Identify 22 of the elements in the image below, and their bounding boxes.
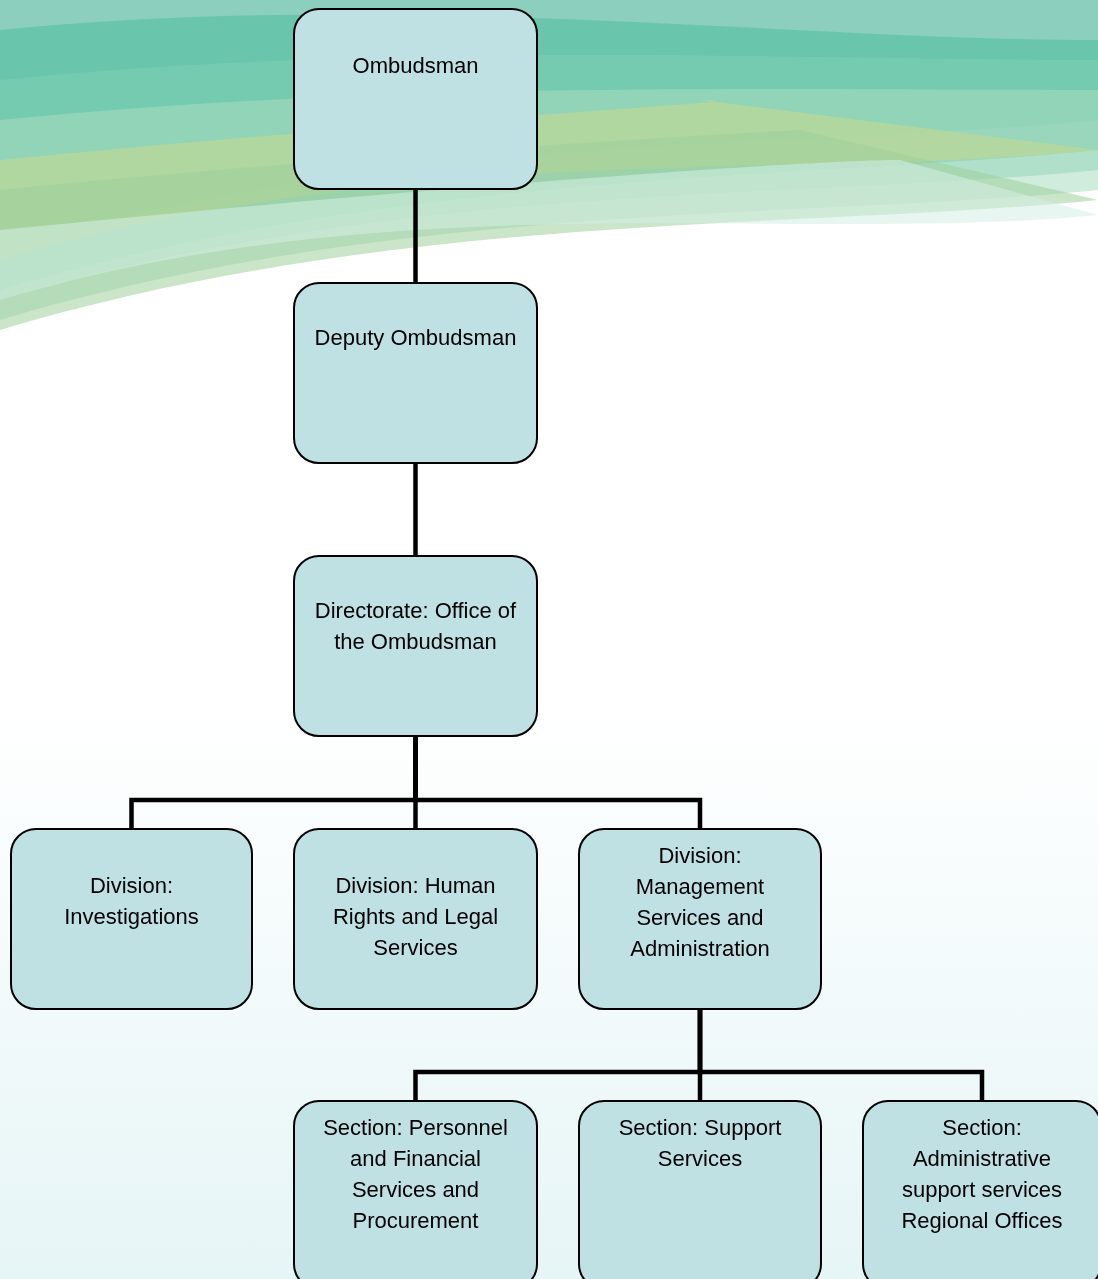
- connector-line: [413, 464, 418, 555]
- connector-line: [413, 190, 418, 282]
- connector-line: [413, 737, 703, 828]
- box-label: Deputy Ombudsman: [313, 324, 518, 352]
- org-box: [862, 1100, 1098, 1279]
- org-box: [293, 555, 538, 737]
- org-box: [293, 282, 538, 464]
- box-label: Division: Investigations: [63, 872, 200, 931]
- box-label: Ombudsman: [351, 52, 480, 80]
- org-box: [578, 1100, 822, 1279]
- box-label: Section: Personnel and Financial Services and Procurement: [322, 1114, 509, 1235]
- connector-line: [697, 1010, 985, 1100]
- org-box: [293, 8, 538, 190]
- org-box: [578, 828, 822, 1010]
- org-box: [293, 828, 538, 1010]
- box-label: Section: Administrative support services Regional Offices: [900, 1114, 1064, 1235]
- org-box: [10, 828, 253, 1010]
- box-label: Division: Human Rights and Legal Services: [331, 872, 500, 962]
- box-label: Section: Support Services: [617, 1114, 783, 1173]
- box-label: Division: Management Services and Administration: [629, 842, 771, 963]
- org-box: [293, 1100, 538, 1279]
- box-label: Directorate: Office of the Ombudsman: [313, 597, 518, 656]
